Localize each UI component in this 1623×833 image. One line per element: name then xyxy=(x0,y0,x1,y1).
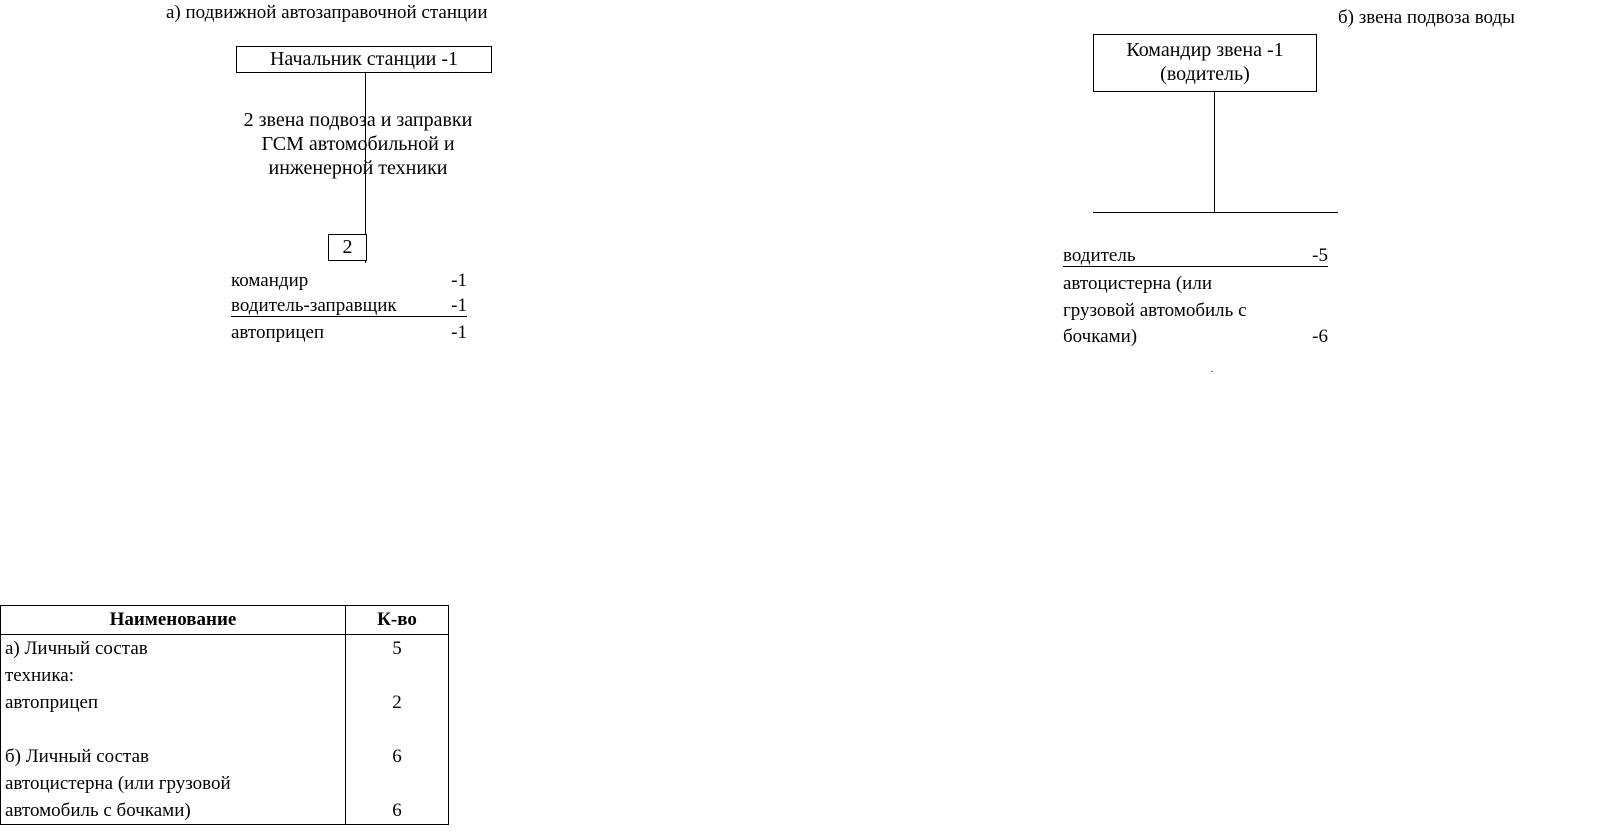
row-name: автоприцеп xyxy=(0,689,346,716)
item-label: бочками) xyxy=(1063,326,1138,347)
row-qty xyxy=(345,716,449,743)
station-chief-box: Начальник станции -1 xyxy=(236,46,492,73)
row-qty xyxy=(345,662,449,689)
header-qty: К-во xyxy=(345,605,449,635)
item-label: водитель-заправщик xyxy=(231,295,397,316)
table-row: б) Личный состав 6 xyxy=(0,743,449,770)
unit-count-label: 2 xyxy=(342,236,353,258)
row-qty: 6 xyxy=(345,797,449,825)
list-item: автоцистерна (или xyxy=(1063,272,1328,296)
connector-line-a xyxy=(365,73,366,263)
section-b-title: б) звена подвоза воды xyxy=(1338,7,1515,28)
item-label: командир xyxy=(231,270,309,291)
item-label: автоприцеп xyxy=(231,322,325,343)
table-row: автоприцеп 2 xyxy=(0,689,449,716)
item-value: -1 xyxy=(451,322,467,343)
item-label: водитель xyxy=(1063,245,1136,266)
list-item: водитель-заправщик -1 xyxy=(231,294,467,317)
header-name: Наименование xyxy=(0,605,346,635)
list-item: водитель -5 xyxy=(1063,244,1328,267)
row-name: б) Личный состав xyxy=(0,743,346,770)
station-chief-label: Начальник станции -1 xyxy=(269,48,459,70)
table-row: автомобиль с бочками) 6 xyxy=(0,797,449,825)
item-label: грузовой автомобиль с xyxy=(1063,300,1247,321)
table-header-row: Наименование К-во xyxy=(0,605,449,635)
link-commander-box: Командир звена -1 (водитель) xyxy=(1093,34,1317,92)
row-name: техника: xyxy=(0,662,346,689)
row-qty: 5 xyxy=(345,634,449,662)
branch-label-line: ГСМ автомобильной и xyxy=(261,133,455,155)
item-value: -1 xyxy=(451,270,467,291)
row-name: автомобиль с бочками) xyxy=(0,797,346,825)
table-row xyxy=(0,716,449,743)
connector-line-b xyxy=(1214,92,1215,212)
commander-sublabel: (водитель) xyxy=(1160,63,1250,85)
list-item: командир -1 xyxy=(231,269,467,293)
table-row: техника: xyxy=(0,662,449,689)
section-a-title: а) подвижной автозаправочной станции xyxy=(166,2,488,23)
row-qty: 6 xyxy=(345,743,449,770)
branch-label-line: инженерной техники xyxy=(268,157,448,179)
list-item: бочками) -6 xyxy=(1063,325,1328,349)
table-row: автоцистерна (или грузовой xyxy=(0,770,449,797)
row-name xyxy=(0,716,346,743)
item-label: автоцистерна (или xyxy=(1063,273,1212,294)
row-name: а) Личный состав xyxy=(0,634,346,662)
branch-label-line: 2 звена подвоза и заправки xyxy=(243,109,473,131)
branch-bar xyxy=(1093,212,1338,213)
row-qty: 2 xyxy=(345,689,449,716)
list-item: грузовой автомобиль с xyxy=(1063,299,1328,323)
row-name: автоцистерна (или грузовой xyxy=(0,770,346,797)
item-value: -6 xyxy=(1312,326,1328,347)
scan-speck xyxy=(1211,371,1213,372)
commander-label: Командир звена -1 xyxy=(1126,39,1284,61)
item-value: -1 xyxy=(451,295,467,316)
summary-table: Наименование К-во а) Личный состав 5 тех… xyxy=(0,605,449,825)
table-row: а) Личный состав 5 xyxy=(0,634,449,662)
unit-count-box: 2 xyxy=(328,234,367,261)
branch-label: 2 звена подвоза и заправки ГСМ автомобил… xyxy=(208,108,508,180)
list-item: автоприцеп -1 xyxy=(231,321,467,345)
row-qty xyxy=(345,770,449,797)
item-value: -5 xyxy=(1312,245,1328,266)
